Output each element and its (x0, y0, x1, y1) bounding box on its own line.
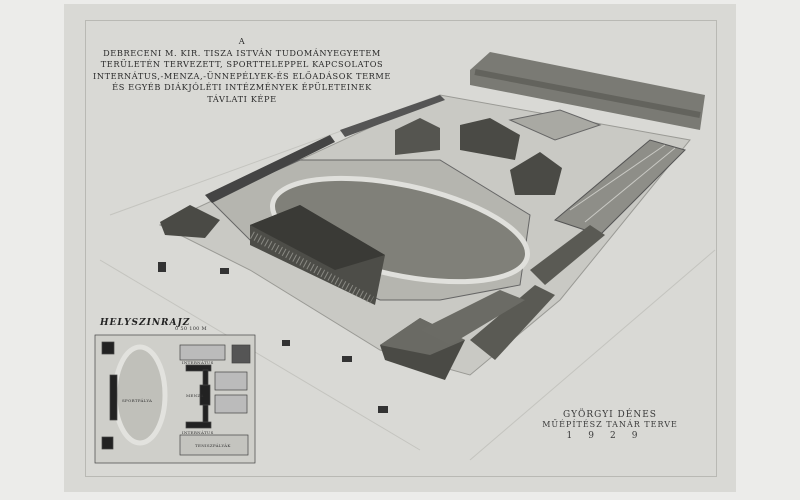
courtyard (508, 109, 602, 141)
year: 1929 (566, 431, 654, 441)
plan-building (185, 421, 212, 429)
plan-building (199, 384, 211, 406)
plan-court (179, 344, 226, 361)
plan-track (112, 344, 168, 446)
plan-tennis-courts (179, 434, 249, 456)
architect-signature: GYÖRGYI DÉNES MŰÉPÍTÉSZ TANÁR TERVE 1929 (530, 410, 690, 441)
building-roof (380, 318, 465, 355)
title-line: A (238, 36, 246, 46)
plan-label: SPORTPÁLYA (122, 398, 153, 403)
drawing-title: A DEBRECENI M. KIR. TISZA ISTVÁN TUDOMÁN… (92, 36, 392, 105)
plan-building (185, 364, 212, 372)
building (510, 152, 562, 195)
building (395, 118, 440, 155)
car (282, 340, 290, 346)
scale-bar: 0 50 100 M (175, 326, 207, 332)
car (220, 268, 229, 274)
site-plan (94, 334, 256, 464)
grandstand-roof (250, 205, 385, 270)
lawn (420, 290, 525, 345)
tree-row (470, 285, 555, 360)
plan-label: INTERNÁTUS (182, 360, 214, 365)
plan-court (214, 394, 248, 414)
car (342, 356, 352, 362)
site-plan-title: HELYSZINRAJZ (100, 318, 191, 328)
car (378, 406, 388, 413)
drawing-frame (85, 20, 717, 477)
building (460, 118, 520, 160)
car (158, 262, 166, 272)
title-line: TÁVLATI KÉPE (207, 93, 277, 104)
plan-grandstand (109, 374, 118, 421)
title-line: INTERNÁTUS,-MENZA,-ÜNNEPÉLYEK-ÉS ELŐADÁS… (93, 70, 391, 81)
architect-name: GYÖRGYI DÉNES (563, 410, 657, 420)
building (160, 205, 220, 238)
plan-label: TENISZPÁLYÁK (195, 443, 231, 448)
plan-court (214, 371, 248, 391)
cars (158, 262, 388, 413)
plan-building (231, 344, 251, 364)
title-line: ÉS EGYÉB DIÁKJÓLÉTI INTÉZMÉNYEK ÉPÜLETEI… (112, 82, 372, 92)
grandstand-colonnade (250, 231, 374, 304)
title-line: DEBRECENI M. KIR. TISZA ISTVÁN TUDOMÁNYE… (103, 47, 381, 58)
side-stand (205, 135, 335, 203)
plan-building (101, 436, 114, 450)
plan-label: MENZA (186, 393, 204, 398)
tree-row-shadow (474, 69, 701, 118)
side-stand (340, 95, 445, 137)
architect-role: MŰÉPÍTÉSZ TANÁR TERVE (542, 420, 678, 429)
plan-label: INTERNÁTUS (182, 430, 214, 435)
court-lines (569, 144, 676, 223)
title-line: TERÜLETÉN TERVEZETT, SPORTTELEPPEL KAPCS… (100, 59, 384, 69)
plan-building (101, 341, 115, 355)
tree-row (530, 225, 605, 285)
